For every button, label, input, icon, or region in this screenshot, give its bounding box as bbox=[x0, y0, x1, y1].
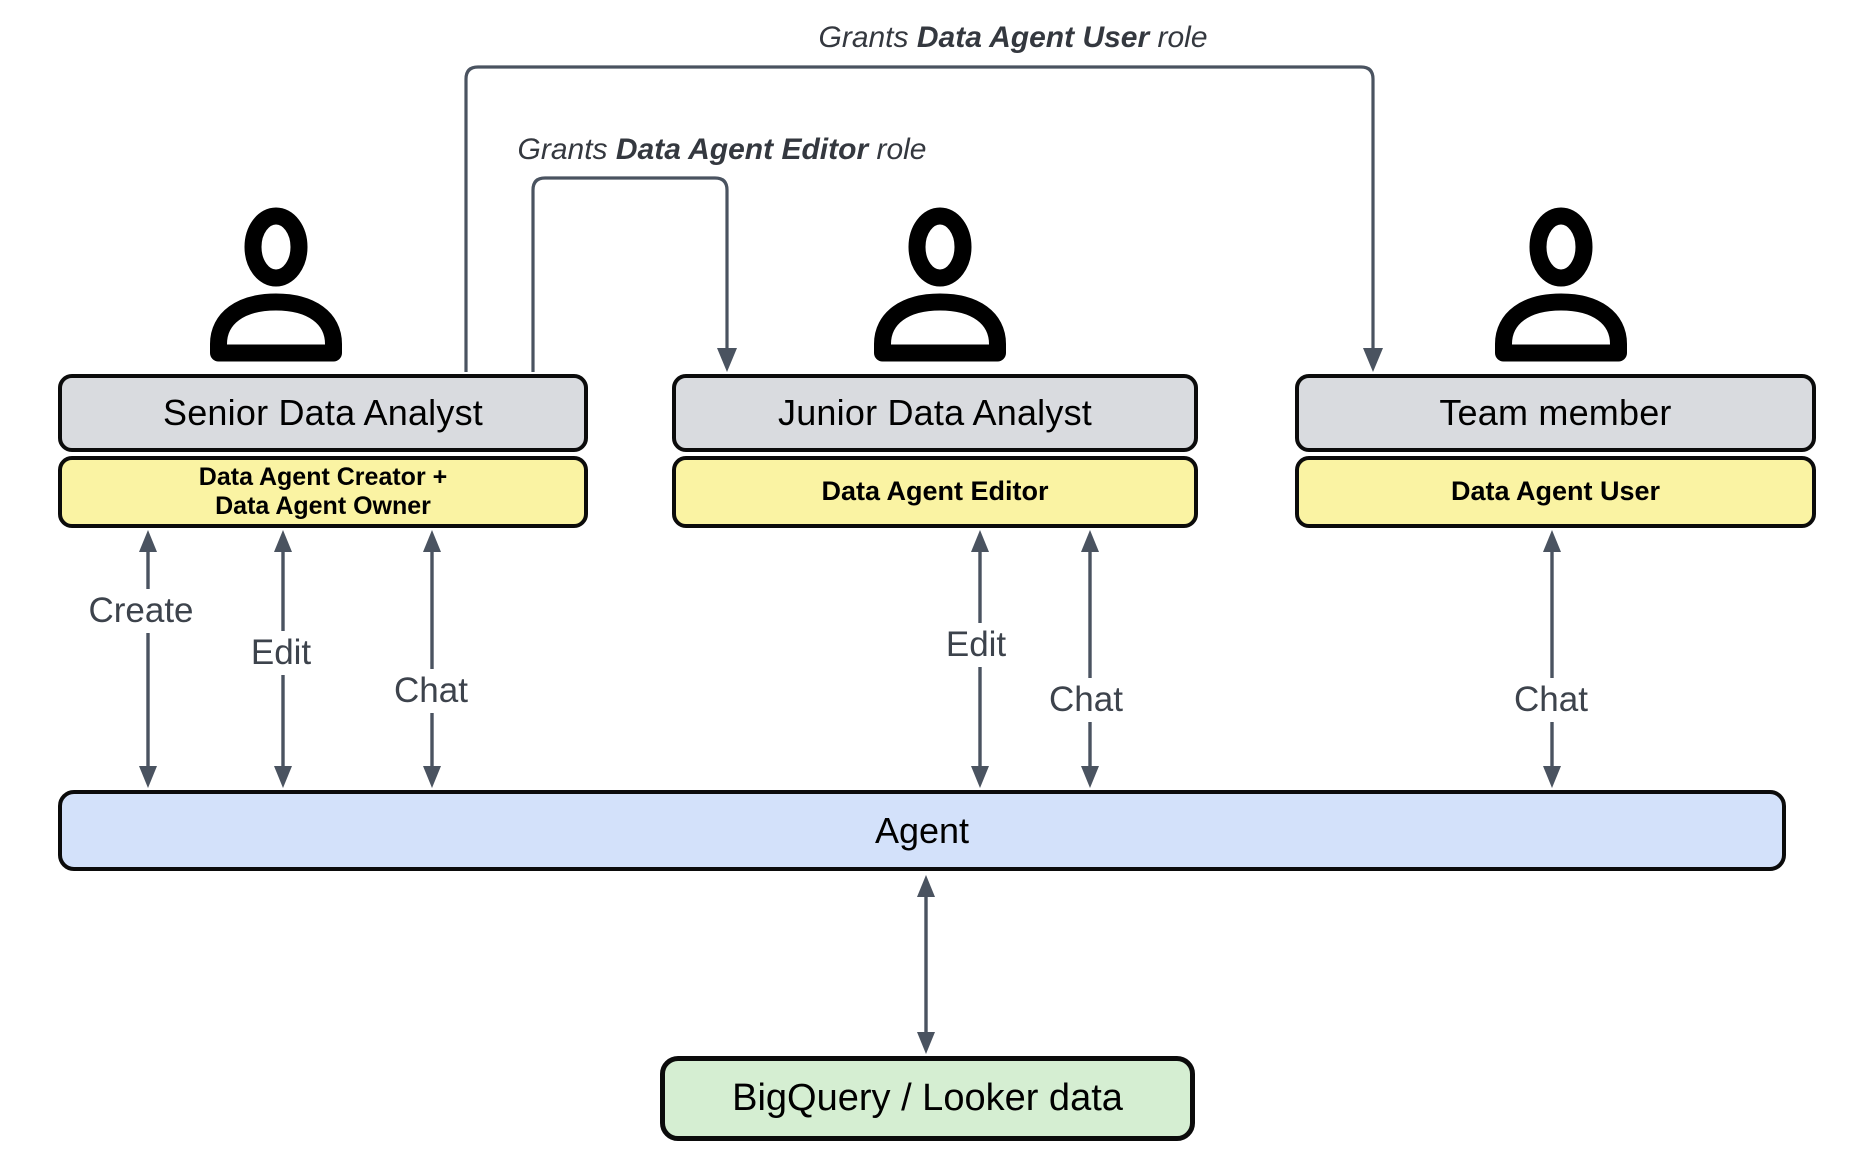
create-label: Create bbox=[80, 589, 202, 633]
actor-title-box-senior: Senior Data Analyst bbox=[58, 374, 588, 452]
grant-user-label-suffix: role bbox=[1149, 21, 1208, 54]
actor-title-senior: Senior Data Analyst bbox=[163, 392, 483, 433]
agent-bar: Agent bbox=[58, 790, 1786, 871]
grant-editor-label: Grants Data Agent Editor role bbox=[518, 133, 927, 167]
grant-arrowheads bbox=[717, 348, 1383, 372]
chat-sr-arrowhead-down bbox=[423, 766, 441, 788]
grant-connectors bbox=[464, 65, 1375, 372]
grant-editor-arrowhead bbox=[717, 348, 737, 372]
edit-jr-arrowhead-up bbox=[971, 530, 989, 552]
actor-role-team: Data Agent User bbox=[1450, 476, 1661, 507]
person-icon bbox=[210, 207, 342, 362]
edit-jr-arrowhead-down bbox=[971, 766, 989, 788]
interaction-arrowheads bbox=[139, 530, 1561, 1054]
grant-user-label: Grants Data Agent User role bbox=[818, 21, 1207, 55]
datastore-box: BigQuery / Looker data bbox=[660, 1056, 1195, 1141]
actor-role-box-senior: Data Agent Creator + Data Agent Owner bbox=[58, 456, 588, 528]
chat-jr-arrowhead-up bbox=[1081, 530, 1099, 552]
chat-tm-arrowhead-down bbox=[1543, 766, 1561, 788]
create-arrowhead-down bbox=[139, 766, 157, 788]
edit-label-junior: Edit bbox=[937, 623, 1015, 667]
actor-title-team: Team member bbox=[1439, 392, 1672, 433]
chat-label-senior: Chat bbox=[386, 669, 476, 713]
grant-editor-label-prefix: Grants bbox=[517, 133, 616, 166]
chat-label-team: Chat bbox=[1506, 678, 1596, 722]
create-arrowhead-up bbox=[139, 530, 157, 552]
datastore-arrowhead-down bbox=[917, 1032, 935, 1054]
actor-title-box-team: Team member bbox=[1295, 374, 1816, 452]
grant-user-arrow-line bbox=[464, 65, 1375, 372]
actor-title-box-junior: Junior Data Analyst bbox=[672, 374, 1198, 452]
grant-user-arrowhead bbox=[1363, 348, 1383, 372]
chat-tm-arrowhead-up bbox=[1543, 530, 1561, 552]
person-icon bbox=[1495, 207, 1627, 362]
chat-label-junior: Chat bbox=[1041, 678, 1131, 722]
chat-sr-arrowhead-up bbox=[423, 530, 441, 552]
actor-title-junior: Junior Data Analyst bbox=[778, 392, 1092, 433]
agent-label: Agent bbox=[874, 809, 970, 851]
edit-sr-arrowhead-down bbox=[274, 766, 292, 788]
chat-jr-arrowhead-down bbox=[1081, 766, 1099, 788]
actor-role-junior: Data Agent Editor bbox=[821, 476, 1049, 507]
datastore-label: BigQuery / Looker data bbox=[732, 1077, 1123, 1119]
actor-role-senior-line1: Data Agent Creator + bbox=[198, 462, 448, 491]
actor-role-box-team: Data Agent User bbox=[1295, 456, 1816, 528]
grant-user-label-prefix: Grants bbox=[818, 21, 917, 54]
actor-role-box-junior: Data Agent Editor bbox=[672, 456, 1198, 528]
grant-user-label-role: Data Agent User bbox=[916, 21, 1150, 54]
actor-role-senior-line2: Data Agent Owner bbox=[215, 492, 431, 520]
datastore-arrowhead-up bbox=[917, 875, 935, 897]
grant-editor-label-role: Data Agent Editor bbox=[615, 133, 869, 166]
edit-sr-arrowhead-up bbox=[274, 530, 292, 552]
edit-label-senior: Edit bbox=[242, 631, 320, 675]
person-icon bbox=[874, 207, 1006, 362]
grant-editor-arrow-line bbox=[531, 176, 729, 372]
grant-editor-label-suffix: role bbox=[868, 133, 927, 166]
